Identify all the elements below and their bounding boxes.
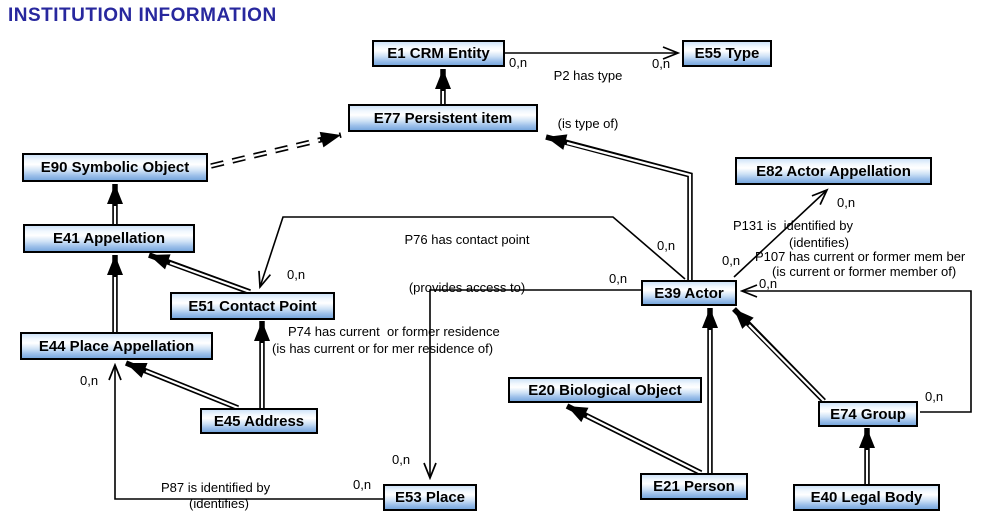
node-e45-address: E45 Address [200,408,318,434]
edge-label-text: P2 has type [553,68,623,83]
node-e20-biological-object: E20 Biological Object [508,377,702,403]
cardinality-p2-domain: 0,n [509,55,528,70]
node-label: E40 Legal Body [810,489,923,506]
edge-inverse-p131: (identifies) [789,235,849,250]
node-e90-symbolic-object: E90 Symbolic Object [22,153,208,182]
node-e82-actor-appellation: E82 Actor Appellation [735,157,932,185]
cardinality-p131-domain: 0,n [722,253,741,268]
node-label: E55 Type [694,45,760,62]
node-label: E45 Address [213,412,305,430]
isa-e39-to-e77 [545,134,693,280]
edge-p87-is-identified-by [115,365,383,500]
edge-p107-has-current-or-former-member [742,291,972,413]
node-label: E20 Biological Object [528,381,682,399]
node-e40-legal-body: E40 Legal Body [793,484,940,511]
isa-e45-to-e44 [124,360,240,411]
node-label: E51 Contact Point [188,297,317,315]
node-e51-contact-point: E51 Contact Point [170,292,335,320]
node-e39-actor: E39 Actor [641,280,737,306]
isa-e74-to-e39 [732,307,826,403]
node-e55-type: E55 Type [682,40,772,67]
node-e1-crm-entity: E1 CRM Entity [372,40,505,67]
node-label: E21 Person [653,478,735,495]
edge-p76-has-contact-point [260,216,686,287]
cardinality-p2-range: 0,n [652,56,671,71]
cardinality-p131-range: 0,n [837,195,856,210]
edge-p74-has-current-or-former-residence [430,289,641,478]
node-label: E77 Persistent item [373,109,513,127]
node-e74-group: E74 Group [818,401,918,427]
edge-p131-is-identified-by [733,190,827,278]
node-label: E39 Actor [654,284,724,302]
node-e53-place: E53 Place [383,484,477,511]
node-label: E1 CRM Entity [387,45,490,62]
cardinality-p87-domain: 0,n [353,477,372,492]
isa-e21-to-e20 [565,403,703,476]
edge-inverse-p87: (identifies) [189,496,249,511]
node-e41-appellation: E41 Appellation [23,224,195,253]
cardinality-p107-range: 0,n [759,276,778,291]
edge-label-p76: P76 has contact point (provides access t… [377,200,557,328]
node-label: E74 Group [830,405,906,423]
node-label: E53 Place [394,489,466,506]
edge-label-p74: P74 has current or former residence [288,324,500,339]
cardinality-p74-range: 0,n [392,452,411,467]
edge-label-text: P76 has contact point [404,232,530,247]
cardinality-p107-domain: 0,n [925,389,944,404]
node-label: E41 Appellation [53,230,165,247]
cardinality-p74-domain: 0,n [609,271,628,286]
page-title: INSTITUTION INFORMATION [8,5,277,26]
edge-inverse-text: (is type of) [557,116,619,131]
node-e77-persistent-item: E77 Persistent item [348,104,538,132]
cardinality-p76-domain: 0,n [657,238,676,253]
node-e44-place-appellation: E44 Place Appellation [20,332,213,360]
edge-label-p87: P87 is identified by [161,480,271,495]
node-e21-person: E21 Person [640,473,748,500]
node-label: E82 Actor Appellation [756,162,911,180]
edge-inverse-p107: (is current or former member of) [772,264,957,279]
isa-e51-to-e41 [148,252,251,295]
edge-label-p107: P107 has current or former mem ber [755,249,966,264]
node-label: E44 Place Appellation [38,337,195,355]
cardinality-p87-range: 0,n [80,373,99,388]
edge-inverse-p74: (is has current or for mer residence of) [272,341,494,356]
edge-inverse-text: (provides access to) [408,280,526,295]
node-label: E90 Symbolic Object [40,159,190,176]
cardinality-p76-range: 0,n [287,267,306,282]
edge-label-p131: P131 is identified by [733,218,853,233]
isa-e90-to-e77-dashed [210,131,342,169]
edge-label-p2: P2 has type (is type of) [538,36,638,164]
